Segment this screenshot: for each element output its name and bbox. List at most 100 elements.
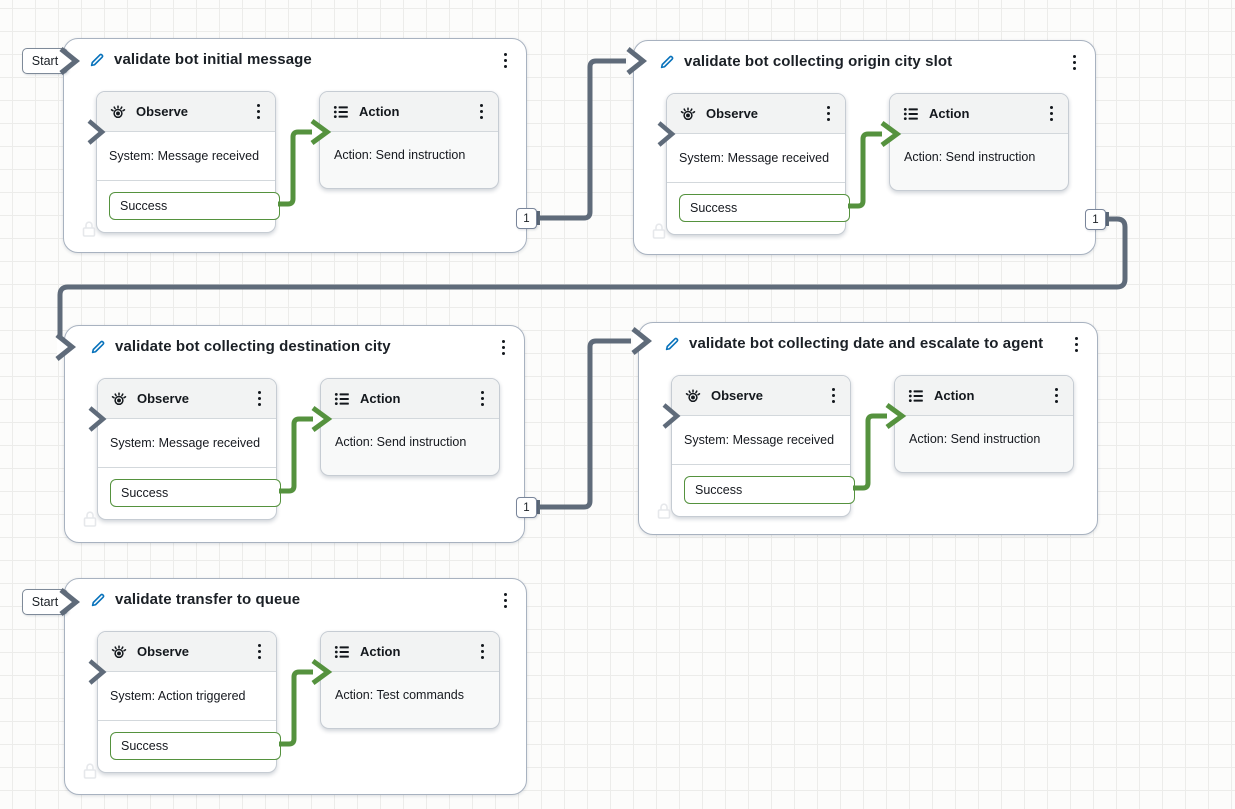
action-card[interactable]: Action Action: Send instruction	[889, 93, 1069, 191]
card-header: Observe	[672, 376, 850, 416]
block-title: validate bot collecting destination city	[115, 338, 391, 355]
success-output[interactable]: Success	[110, 732, 281, 760]
block-title-row: validate bot collecting date and escalat…	[664, 335, 1053, 352]
block-title-row: validate bot collecting origin city slot	[659, 53, 1051, 70]
observe-card[interactable]: Observe System: Message received Success	[671, 375, 855, 517]
action-instruction-text: Action: Send instruction	[334, 148, 466, 162]
block-title-row: validate transfer to queue	[90, 591, 482, 608]
action-card[interactable]: Action Action: Send instruction	[894, 375, 1074, 473]
observe-event-text: System: Message received	[109, 149, 260, 163]
action-instruction-text: Action: Send instruction	[909, 432, 1041, 446]
divider	[97, 180, 275, 181]
divider	[667, 182, 845, 183]
kebab-menu-icon[interactable]	[824, 385, 842, 407]
divider	[98, 720, 276, 721]
block-title-row: validate bot initial message	[89, 51, 482, 68]
kebab-menu-icon[interactable]	[250, 641, 268, 663]
kebab-menu-icon[interactable]	[472, 101, 490, 123]
flow-block-date-escalate-agent[interactable]: validate bot collecting date and escalat…	[638, 322, 1098, 535]
observe-event-text: System: Action triggered	[110, 689, 246, 703]
action-card[interactable]: Action Action: Send instruction	[320, 378, 500, 476]
action-card[interactable]: Action Action: Test commands	[320, 631, 500, 729]
card-header: Action	[321, 632, 499, 672]
kebab-menu-icon[interactable]	[1067, 333, 1085, 355]
card-header: Observe	[667, 94, 845, 134]
card-title: Observe	[137, 391, 190, 406]
observe-card[interactable]: Observe System: Message received Success	[666, 93, 850, 235]
card-title: Action	[929, 106, 970, 121]
success-label: Success	[121, 739, 169, 753]
success-label: Success	[695, 483, 743, 497]
lock-icon	[82, 762, 98, 780]
connector-block1-to-block2[interactable]	[537, 58, 626, 221]
pencil-icon[interactable]	[659, 54, 675, 70]
card-header: Action	[890, 94, 1068, 134]
flow-block-initial-message[interactable]: validate bot initial message Observe Sys…	[63, 38, 527, 253]
flow-block-origin-city-slot[interactable]: validate bot collecting origin city slot…	[633, 40, 1096, 255]
pencil-icon[interactable]	[89, 52, 105, 68]
observe-card[interactable]: Observe System: Message received Success	[96, 91, 280, 233]
block-title: validate bot initial message	[114, 51, 312, 68]
action-instruction-text: Action: Test commands	[335, 688, 464, 702]
pencil-icon[interactable]	[90, 339, 106, 355]
observe-card[interactable]: Observe System: Action triggered Success	[97, 631, 281, 773]
kebab-menu-icon[interactable]	[250, 388, 268, 410]
block-title: validate bot collecting origin city slot	[684, 53, 953, 70]
lock-icon	[81, 220, 97, 238]
card-title: Action	[359, 104, 400, 119]
connector-block3-to-block4[interactable]	[537, 338, 631, 510]
pencil-icon[interactable]	[90, 592, 106, 608]
action-instruction-text: Action: Send instruction	[335, 435, 467, 449]
output-port-badge[interactable]: 1	[516, 208, 537, 229]
block-title-row: validate bot collecting destination city	[90, 338, 480, 355]
card-header: Action	[321, 379, 499, 419]
success-output[interactable]: Success	[110, 479, 281, 507]
card-header: Observe	[98, 632, 276, 672]
lock-icon	[651, 222, 667, 240]
start-label: Start	[22, 589, 68, 615]
card-title: Action	[360, 391, 401, 406]
flow-block-transfer-to-queue[interactable]: validate transfer to queue Observe Syste…	[64, 578, 527, 795]
kebab-menu-icon[interactable]	[473, 388, 491, 410]
lock-icon	[82, 510, 98, 528]
eye-icon	[680, 106, 696, 122]
list-icon	[334, 644, 350, 660]
eye-icon	[111, 391, 127, 407]
output-port-badge[interactable]: 1	[1085, 209, 1106, 230]
kebab-menu-icon[interactable]	[496, 49, 514, 71]
eye-icon	[110, 104, 126, 120]
card-title: Observe	[706, 106, 759, 121]
kebab-menu-icon[interactable]	[819, 103, 837, 125]
observe-card[interactable]: Observe System: Message received Success	[97, 378, 281, 520]
kebab-menu-icon[interactable]	[494, 336, 512, 358]
success-output[interactable]: Success	[109, 192, 280, 220]
card-header: Action	[320, 92, 498, 132]
success-label: Success	[120, 199, 168, 213]
card-header: Action	[895, 376, 1073, 416]
card-header: Observe	[97, 92, 275, 132]
observe-event-text: System: Message received	[110, 436, 261, 450]
kebab-menu-icon[interactable]	[1065, 51, 1083, 73]
card-title: Action	[360, 644, 401, 659]
pencil-icon[interactable]	[664, 336, 680, 352]
eye-icon	[111, 644, 127, 660]
kebab-menu-icon[interactable]	[1042, 103, 1060, 125]
kebab-menu-icon[interactable]	[1047, 385, 1065, 407]
card-header: Observe	[98, 379, 276, 419]
success-output[interactable]: Success	[684, 476, 855, 504]
card-title: Action	[934, 388, 975, 403]
output-port-badge[interactable]: 1	[516, 497, 537, 518]
kebab-menu-icon[interactable]	[249, 101, 267, 123]
action-instruction-text: Action: Send instruction	[904, 150, 1036, 164]
flow-block-destination-city[interactable]: validate bot collecting destination city…	[64, 325, 525, 543]
kebab-menu-icon[interactable]	[473, 641, 491, 663]
list-icon	[908, 388, 924, 404]
success-output[interactable]: Success	[679, 194, 850, 222]
card-title: Observe	[136, 104, 189, 119]
kebab-menu-icon[interactable]	[496, 589, 514, 611]
card-title: Observe	[137, 644, 190, 659]
action-card[interactable]: Action Action: Send instruction	[319, 91, 499, 189]
lock-icon	[656, 502, 672, 520]
start-label: Start	[22, 48, 68, 74]
